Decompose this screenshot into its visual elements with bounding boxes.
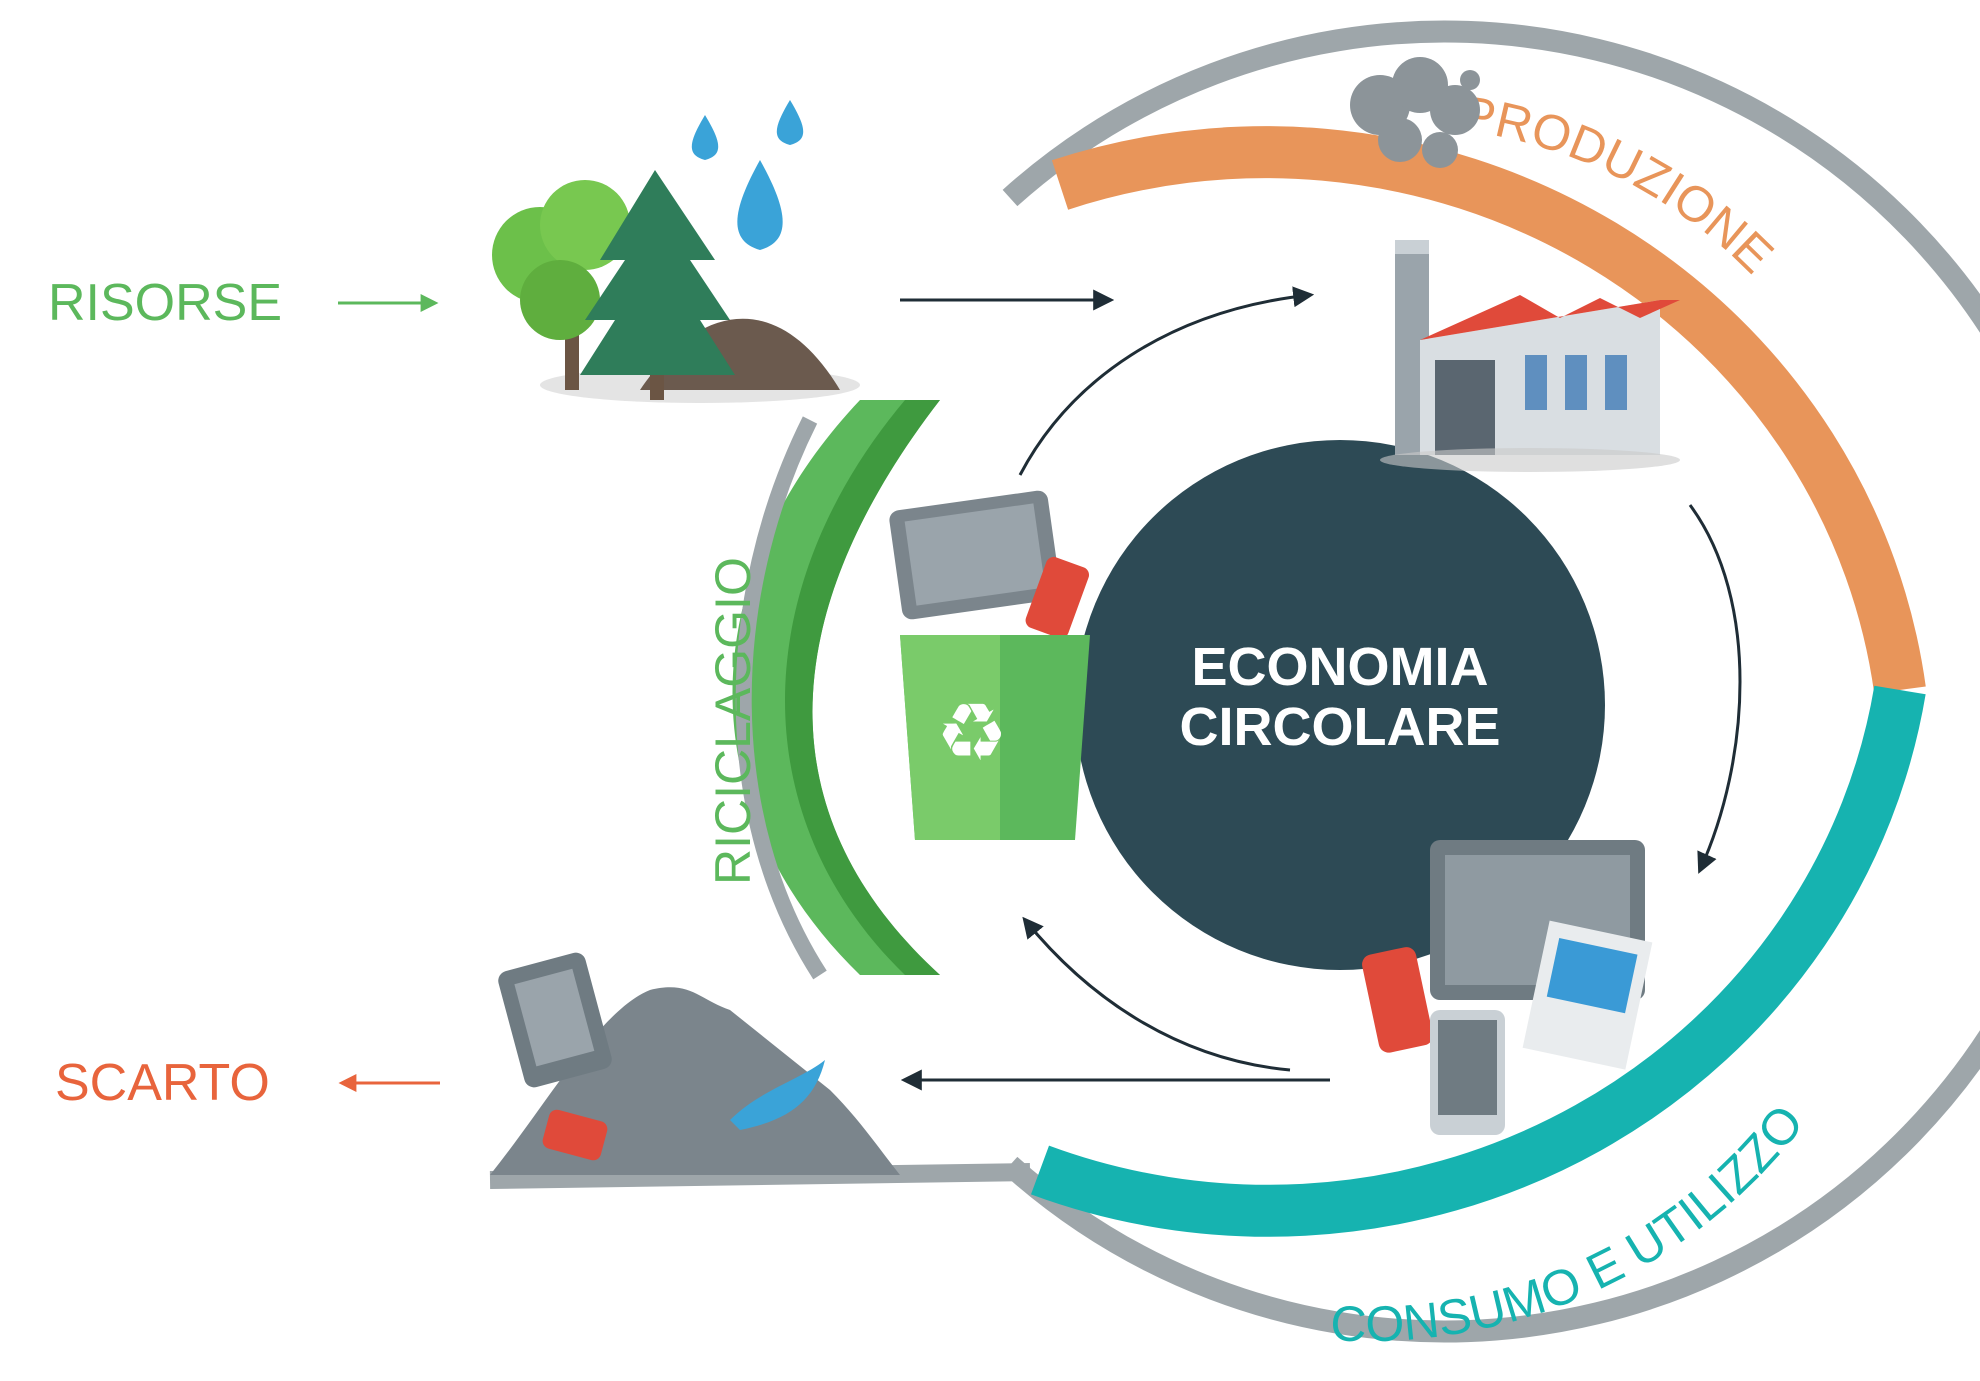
recycle-bin-icon: ♻ [889, 490, 1090, 840]
outer-gray-ring [1002, 20, 1980, 1343]
consumo-band [1031, 685, 1926, 1237]
center-title-line1: ECONOMIA [1192, 637, 1489, 697]
center-circle [1075, 440, 1605, 970]
risorse-label: RISORSE [48, 274, 282, 332]
bottom-gray-band [489, 1163, 1031, 1189]
center-title-line2: CIRCOLARE [1180, 697, 1501, 757]
waste-pile-icon [490, 952, 900, 1175]
svg-text:♻: ♻ [936, 686, 1008, 779]
scarto-label: SCARTO [55, 1054, 270, 1112]
water-drops-icon [691, 100, 804, 250]
devices-icon [1362, 840, 1653, 1135]
factory-icon [1380, 240, 1680, 472]
riciclaggio-label: RICICLAGGIO [705, 557, 761, 885]
riciclaggio-band-shade [785, 400, 940, 975]
arrow-consumo-to-recycle [1022, 916, 1291, 1072]
arrow-recycle-to-production [1018, 286, 1315, 476]
trees-icon [492, 170, 860, 403]
arrow-production-to-consumo [1688, 504, 1742, 874]
produzione-band [1051, 126, 1926, 694]
riciclaggio-band [732, 400, 940, 975]
smoke-icon [1350, 57, 1480, 168]
riciclaggio-gray-edge [735, 416, 827, 980]
